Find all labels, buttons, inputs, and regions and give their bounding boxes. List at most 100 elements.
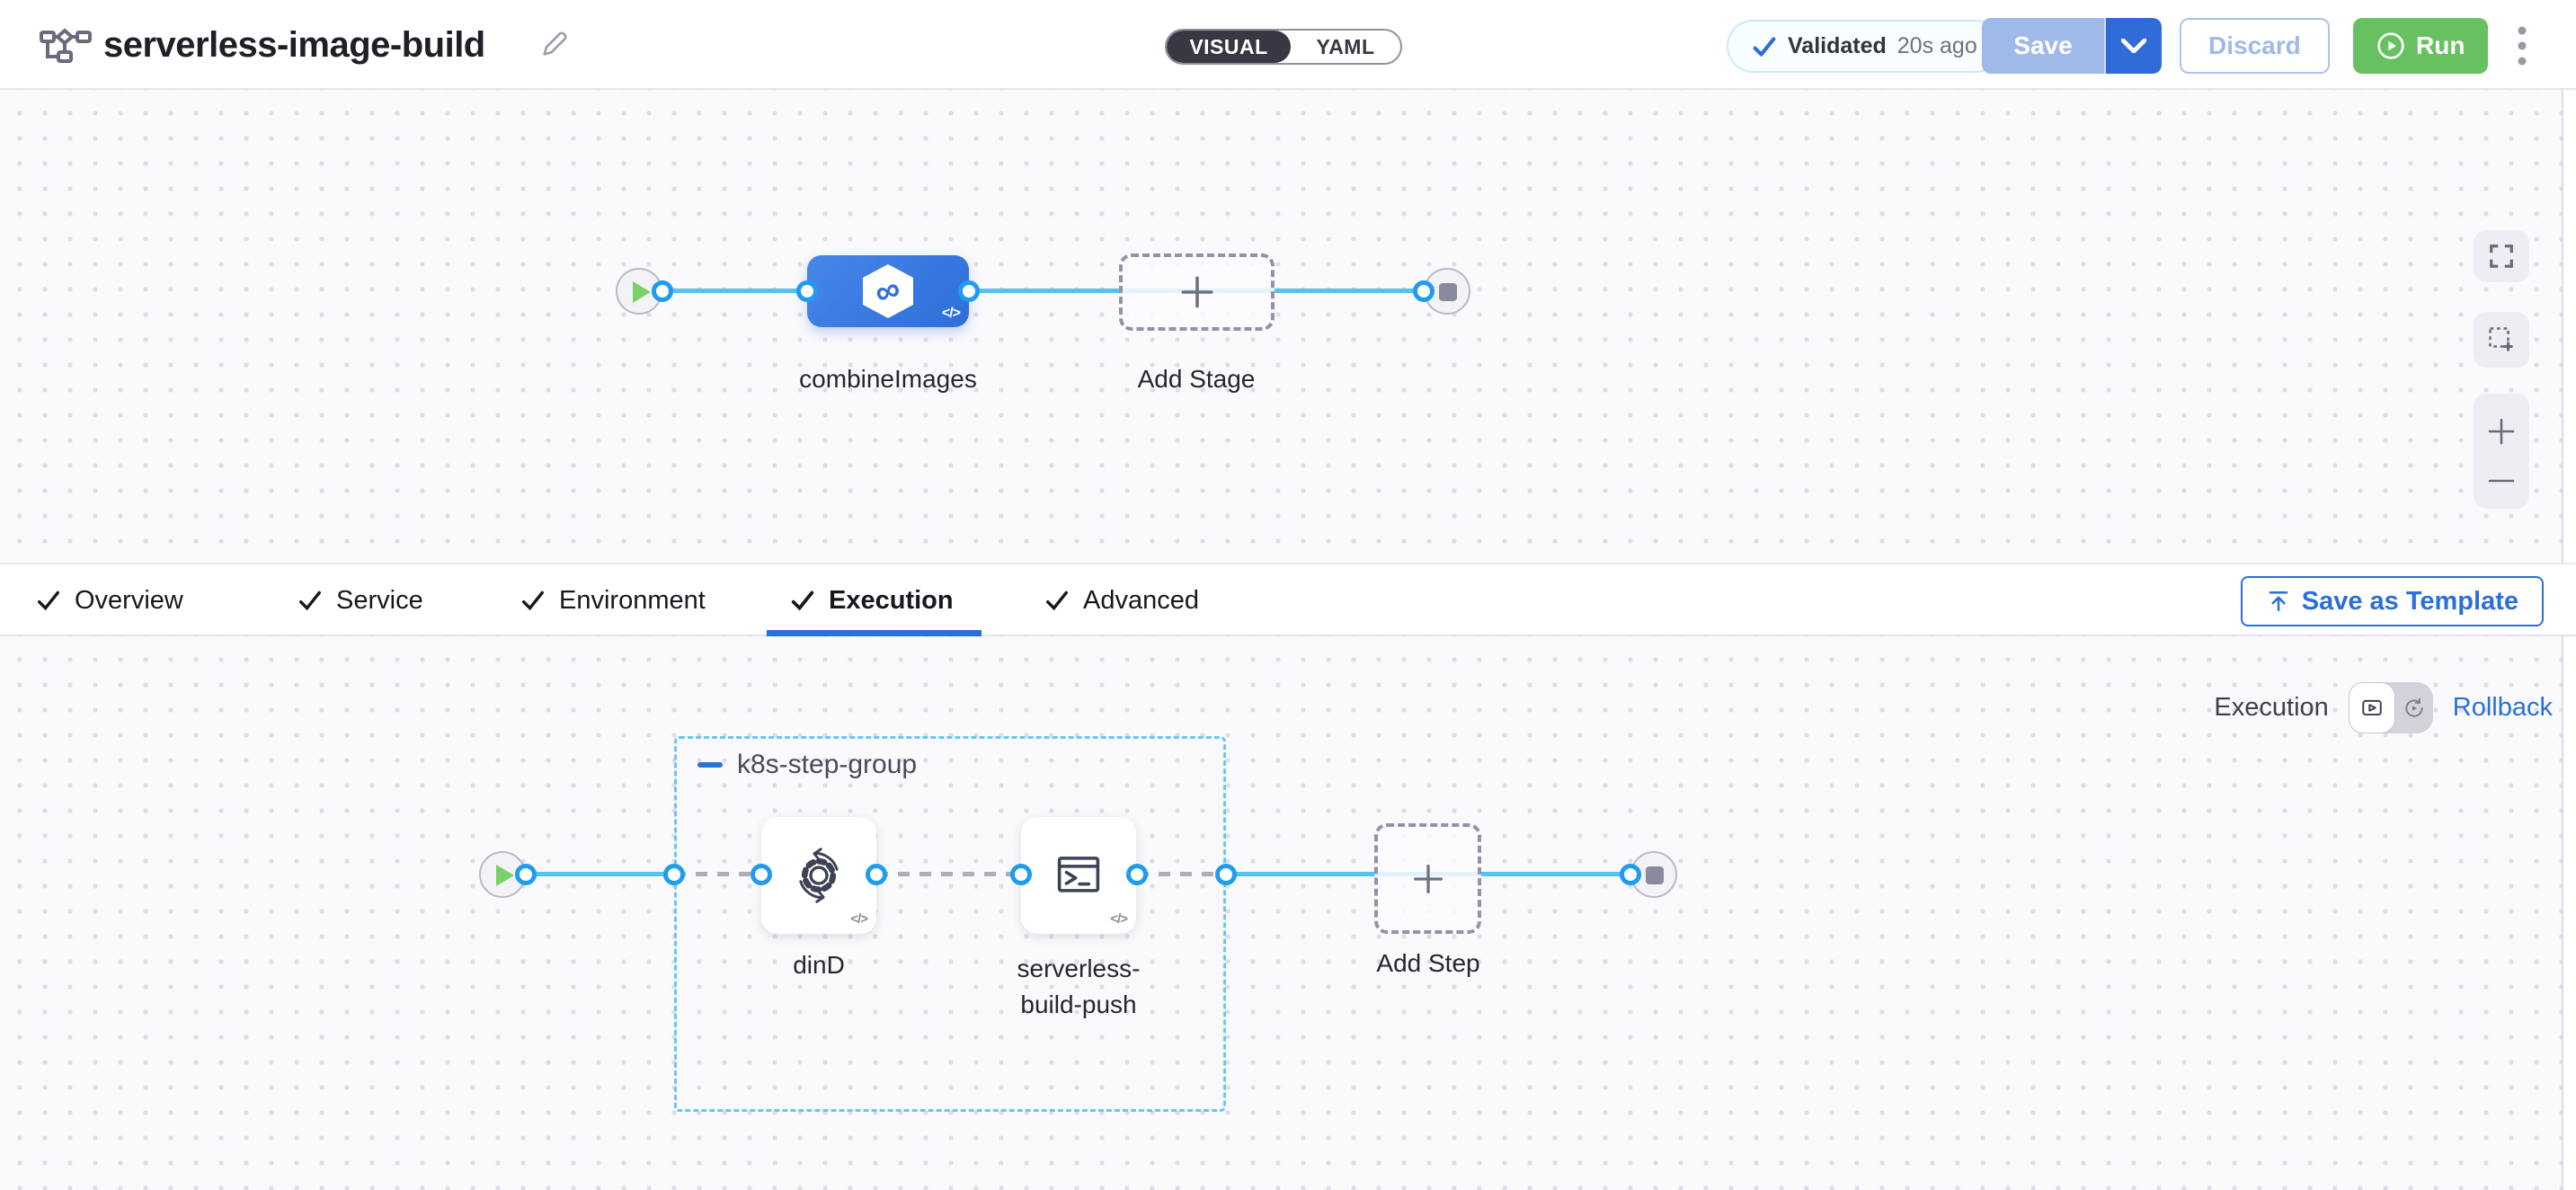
stage-node-combineimages[interactable]: ∞ </> <box>807 255 969 327</box>
connector-port <box>1413 280 1435 302</box>
rollback-view-button[interactable] <box>2395 697 2433 720</box>
edit-title-icon[interactable] <box>539 29 570 64</box>
save-dropdown-button[interactable] <box>2106 18 2162 74</box>
execution-view-icon <box>2362 699 2382 715</box>
chevron-down-icon <box>2121 39 2146 53</box>
connector-port <box>1620 864 1641 885</box>
check-icon <box>38 591 59 611</box>
execution-rollback-toggle <box>2348 682 2433 733</box>
connector-port <box>652 280 673 302</box>
tab-advanced[interactable]: Advanced <box>1044 564 1199 636</box>
header-bar: serverless-image-build VISUAL YAML Valid… <box>0 0 2576 90</box>
kebab-icon <box>2518 26 2527 66</box>
stop-icon <box>1439 283 1457 301</box>
start-play-icon <box>496 865 514 886</box>
visual-yaml-toggle: VISUAL YAML <box>1165 29 1402 65</box>
run-label: Run <box>2416 31 2465 59</box>
marquee-select-icon <box>2489 327 2513 351</box>
validated-badge[interactable]: Validated 20s ago <box>1727 20 2003 73</box>
connector-port <box>1010 864 1032 885</box>
check-icon <box>1753 36 1776 57</box>
stage-canvas[interactable]: ∞ </> combineImages Add Stage <box>0 90 2576 563</box>
step-group-box[interactable] <box>674 736 1226 1112</box>
validated-time: 20s ago <box>1896 33 1977 58</box>
connector-line-dashed <box>1137 872 1226 876</box>
connector-port <box>1215 864 1237 885</box>
run-step-terminal-icon <box>1057 857 1100 892</box>
fullscreen-button[interactable] <box>2474 230 2529 282</box>
connector-port <box>796 280 818 302</box>
connector-line <box>502 872 674 876</box>
step-name-label: serverless-build-push <box>1017 955 1141 1018</box>
tab-execution[interactable]: Execution <box>790 564 954 636</box>
run-button[interactable]: Run <box>2353 18 2489 74</box>
collapse-group-icon[interactable] <box>697 762 723 768</box>
tab-service[interactable]: Service <box>298 564 423 636</box>
plus-icon <box>1413 864 1443 893</box>
rollback-view-icon <box>2405 697 2423 717</box>
stage-name-label: combineImages <box>799 365 977 393</box>
active-tab-underline <box>767 630 982 636</box>
save-as-template-label: Save as Template <box>2301 586 2518 616</box>
check-icon <box>299 591 321 611</box>
step-node-dind[interactable]: </> <box>761 817 876 934</box>
execution-mode-row: Execution Rollback <box>2214 682 2553 733</box>
code-icon[interactable]: </> <box>1110 911 1128 927</box>
tab-environment[interactable]: Environment <box>520 564 706 636</box>
start-play-icon <box>633 281 651 303</box>
add-stage-node[interactable] <box>1119 253 1275 331</box>
rollback-link[interactable]: Rollback <box>2452 693 2553 722</box>
step-group-name: k8s-step-group <box>737 750 918 779</box>
execution-mode-label: Execution <box>2214 693 2329 722</box>
run-play-icon <box>2377 32 2404 59</box>
save-button[interactable]: Save <box>1982 18 2104 74</box>
execution-view-button[interactable] <box>2348 682 2395 733</box>
connector-port <box>663 864 685 885</box>
right-gutter <box>2563 90 2576 1190</box>
pipeline-title: serverless-image-build <box>103 25 485 65</box>
docker-in-docker-icon <box>799 848 839 903</box>
pipeline-icon <box>40 25 92 71</box>
save-split-button: Save <box>1982 18 2162 74</box>
plus-icon <box>1181 276 1212 308</box>
connector-line-dashed <box>876 872 1021 876</box>
ci-stage-icon: ∞ <box>863 264 913 318</box>
code-icon[interactable]: </> <box>850 911 868 927</box>
connector-line <box>639 289 1424 293</box>
connector-port <box>866 864 887 885</box>
toggle-visual[interactable]: VISUAL <box>1167 31 1291 63</box>
connector-port <box>751 864 772 885</box>
tab-overview[interactable]: Overview <box>36 564 183 636</box>
add-step-label: Add Step <box>1376 949 1480 977</box>
more-options-button[interactable] <box>2504 23 2540 68</box>
check-icon <box>791 591 814 611</box>
check-icon <box>1045 591 1068 611</box>
connector-port <box>515 864 537 885</box>
save-divider <box>2104 18 2106 74</box>
execution-canvas[interactable]: Execution Rollback <box>0 636 2576 1190</box>
stop-icon <box>1646 866 1664 884</box>
step-node-serverless-build-push[interactable]: </> <box>1021 817 1136 934</box>
add-stage-label: Add Stage <box>1137 365 1256 393</box>
connector-port <box>958 280 980 302</box>
step-name-label: dinD <box>793 951 845 979</box>
toggle-yaml[interactable]: YAML <box>1316 34 1375 58</box>
discard-button[interactable]: Discard <box>2180 18 2330 74</box>
stage-tabs: Overview Service Environment Execution A… <box>0 563 2576 636</box>
zoom-out-icon[interactable] <box>2487 476 2516 485</box>
zoom-controls <box>2474 394 2529 509</box>
save-as-template-button[interactable]: Save as Template <box>2240 576 2544 626</box>
pipeline-end-node <box>1424 268 1470 315</box>
zoom-in-icon[interactable] <box>2487 417 2516 446</box>
connector-port <box>1126 864 1148 885</box>
save-template-icon <box>2269 591 2288 612</box>
code-icon[interactable]: </> <box>941 306 961 321</box>
add-step-node[interactable] <box>1374 823 1481 934</box>
fullscreen-icon <box>2490 244 2513 268</box>
check-icon <box>522 591 544 611</box>
connector-line-dashed <box>674 872 761 876</box>
canvas-right-divider <box>2562 90 2563 1190</box>
step-group-header: k8s-step-group <box>697 750 917 780</box>
multi-select-button[interactable] <box>2474 312 2529 368</box>
